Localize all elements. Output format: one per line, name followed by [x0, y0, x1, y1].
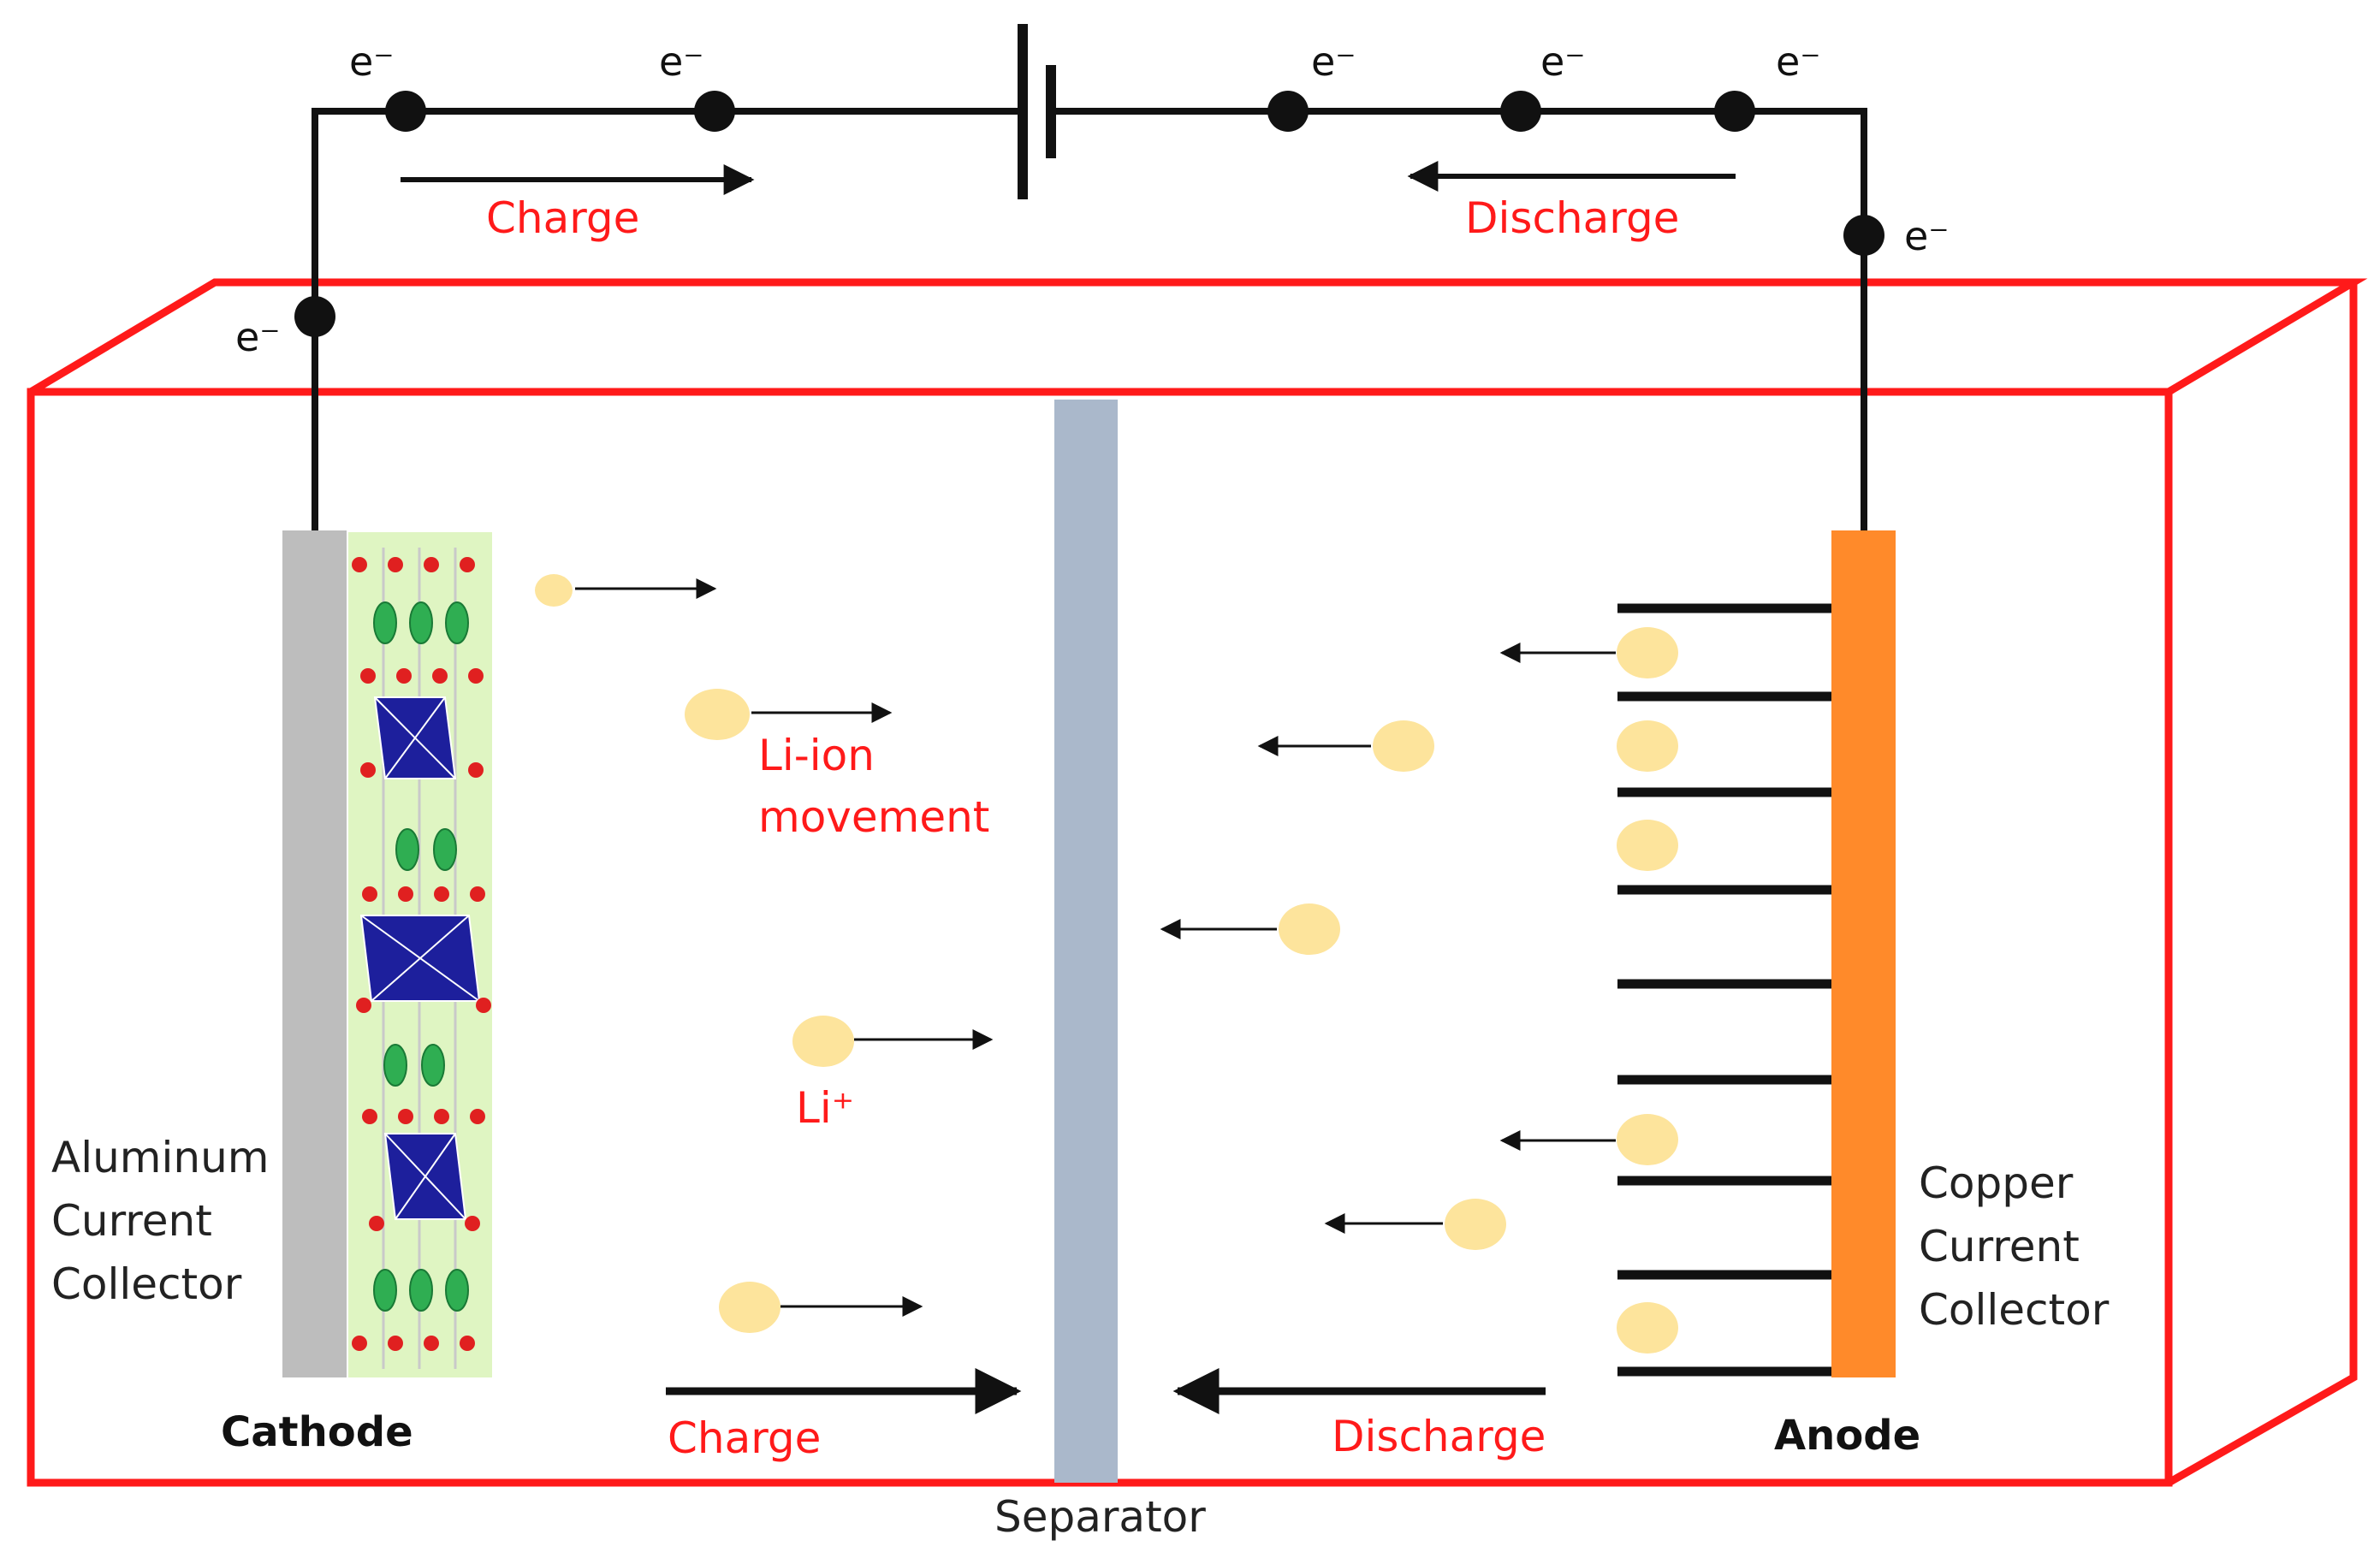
- cell-box-top: [28, 278, 2368, 395]
- battery-symbol-icon: [1018, 24, 1056, 199]
- copper-current-collector: [1831, 530, 1896, 1377]
- svg-text:Aluminum: Aluminum: [51, 1133, 269, 1182]
- svg-text:Li-ion: Li-ion: [758, 731, 875, 780]
- electron-label: e⁻: [1540, 39, 1586, 85]
- electrons: [294, 91, 1884, 337]
- electron-dot: [1500, 91, 1541, 132]
- electron-label: e⁻: [659, 39, 704, 85]
- lithium-ion-icon: [1617, 627, 1678, 678]
- lithium-ion-icon: [1617, 720, 1678, 772]
- cell-charge-label: Charge: [668, 1413, 821, 1463]
- external-circuit: [312, 108, 1867, 530]
- ion-arrows: [575, 578, 1616, 1317]
- circuit-wire-left: [312, 108, 1023, 530]
- lithium-ion-icon: [719, 1282, 780, 1333]
- electron-labels: e⁻ e⁻ e⁻ e⁻ e⁻ e⁻ e⁻: [235, 39, 1950, 360]
- aluminum-current-collector: [282, 530, 347, 1377]
- aluminum-collector-label: Aluminum Current Collector: [51, 1133, 269, 1309]
- lithium-ions: [535, 574, 1678, 1354]
- electron-dot: [294, 296, 335, 337]
- electron-label: e⁻: [235, 314, 281, 360]
- lithium-ion-icon: [685, 689, 750, 740]
- electron-dot: [1267, 91, 1309, 132]
- cell-discharge-label: Discharge: [1332, 1412, 1546, 1461]
- electron-dot: [1843, 215, 1884, 256]
- electron-dot: [694, 91, 735, 132]
- lithium-ion-icon: [1617, 1114, 1678, 1165]
- lithium-ion-icon: [792, 1016, 854, 1067]
- anode-label: Anode: [1774, 1412, 1920, 1460]
- lithium-ion-icon: [1445, 1199, 1506, 1250]
- li-ion-movement-label: Li-ion movement: [758, 731, 989, 842]
- cell-box-side: [2166, 282, 2358, 1486]
- copper-collector-label: Copper Current Collector: [1919, 1158, 2110, 1335]
- lithium-ion-icon: [535, 574, 573, 607]
- svg-text:Collector: Collector: [51, 1259, 242, 1309]
- svg-text:movement: movement: [758, 792, 989, 842]
- electron-label: e⁻: [349, 39, 395, 85]
- electron-dot: [385, 91, 426, 132]
- svg-text:Copper: Copper: [1919, 1158, 2074, 1208]
- cathode-label: Cathode: [221, 1408, 413, 1456]
- lithium-ion-icon: [1617, 1302, 1678, 1354]
- electron-label: e⁻: [1311, 39, 1356, 85]
- separator: [1054, 400, 1118, 1483]
- li-plus-label: Li⁺: [796, 1083, 854, 1133]
- crystal-lattice-icon: [348, 532, 492, 1377]
- svg-text:Current: Current: [1919, 1222, 2080, 1271]
- electron-dot: [1714, 91, 1755, 132]
- separator-label: Separator: [994, 1492, 1206, 1542]
- lithium-ion-icon: [1617, 820, 1678, 871]
- svg-text:Collector: Collector: [1919, 1285, 2110, 1335]
- circuit-discharge-label: Discharge: [1465, 193, 1679, 243]
- electron-label: e⁻: [1904, 213, 1950, 259]
- circuit-charge-label: Charge: [486, 193, 639, 243]
- electron-label: e⁻: [1776, 39, 1821, 85]
- svg-text:Current: Current: [51, 1196, 212, 1246]
- lithium-ion-icon: [1373, 720, 1434, 772]
- circuit-wire-right: [1051, 108, 1867, 530]
- lithium-ion-icon: [1279, 903, 1340, 955]
- anode-layers: [1617, 603, 1831, 1377]
